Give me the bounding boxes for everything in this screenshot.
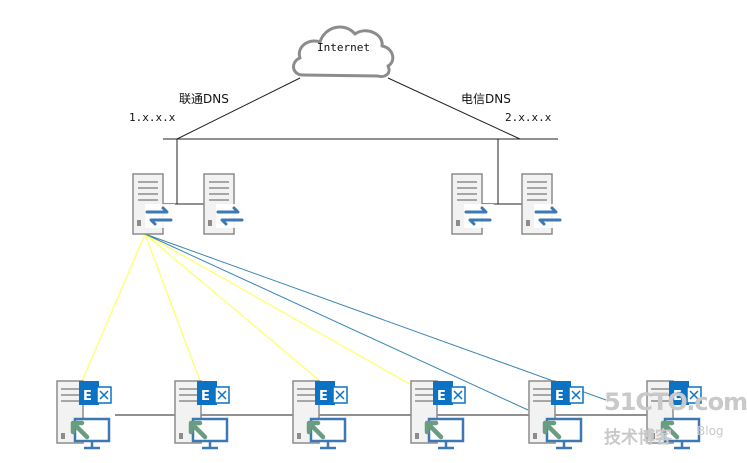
exchange-badge-1: E: [83, 389, 92, 404]
uplink-left: [176, 77, 301, 140]
isp-left-name: 联通DNS: [179, 92, 229, 106]
yellow-links: [81, 233, 439, 401]
exchange-badge-4: E: [437, 389, 446, 404]
exchange-badge-5: E: [555, 389, 564, 404]
internet-label: Internet: [317, 41, 370, 54]
dns-server-telecom-2: [520, 172, 566, 236]
watermark-logo: 51CTO.com: [604, 388, 747, 416]
dns-server-telecom-1: [450, 172, 496, 236]
watermark-sub: 技术博客: [604, 428, 672, 448]
internet-cloud-icon: [292, 25, 395, 78]
isp-right-name: 电信DNS: [461, 92, 511, 106]
uplink-right: [387, 77, 521, 140]
watermark-blog: Blog: [697, 424, 724, 438]
exchange-badge-3: E: [319, 389, 328, 404]
isp-left-ip: 1.x.x.x: [129, 111, 176, 124]
dns-server-secondary: [202, 172, 248, 236]
exchange-badge-6: E: [673, 389, 682, 404]
blue-links: [144, 233, 607, 411]
dns-server-primary: [131, 172, 177, 236]
isp-right-ip: 2.x.x.x: [505, 111, 552, 124]
exchange-badge-2: E: [201, 389, 210, 404]
